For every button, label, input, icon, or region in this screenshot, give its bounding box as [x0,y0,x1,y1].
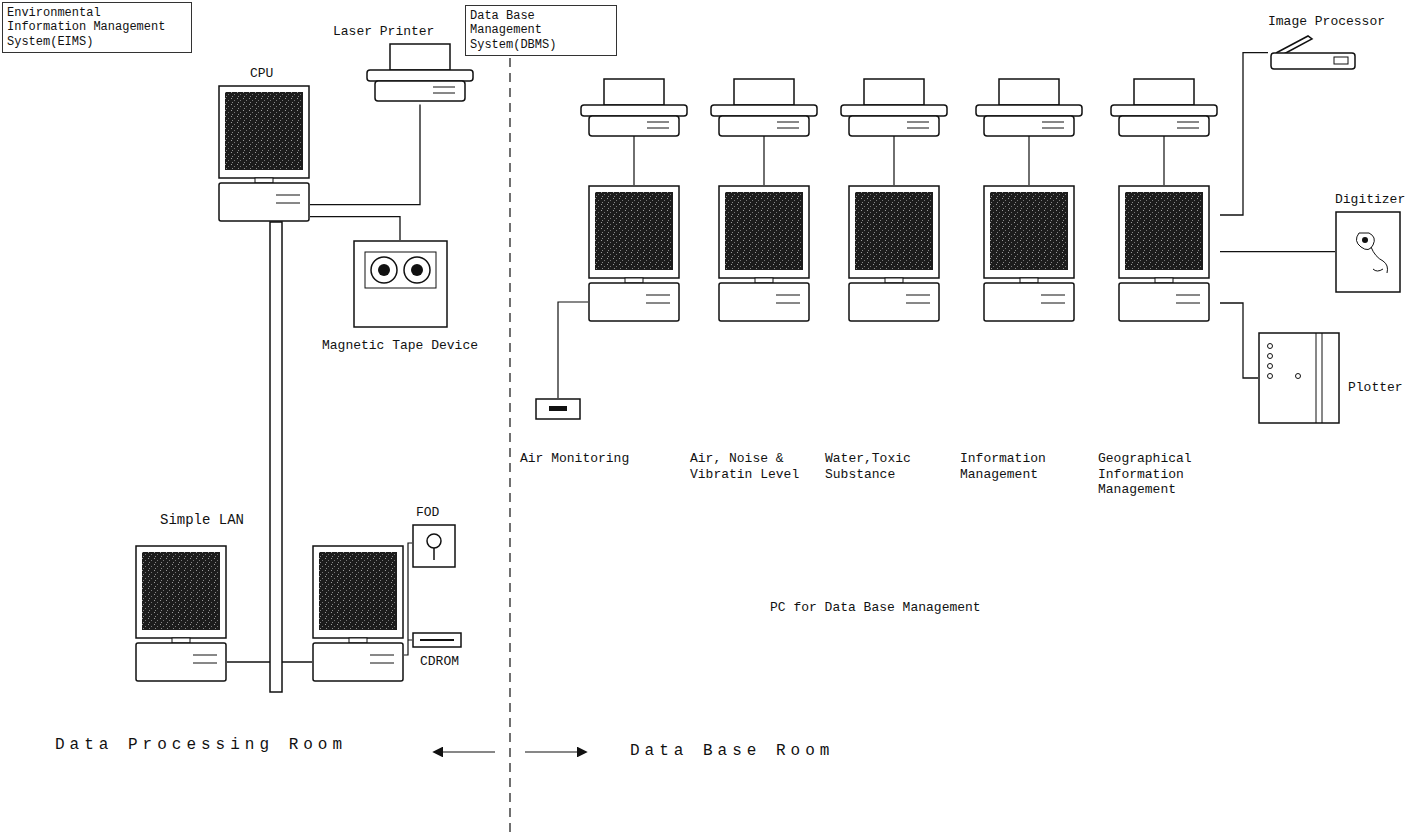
cdrom-icon [413,633,461,647]
printer-icon [711,79,817,136]
device: FOD [412,505,456,568]
database-pc: Water,Toxic Substance [825,185,940,482]
printer-cable [634,136,1164,185]
printer-icon [976,79,1082,136]
lan-wire [227,661,270,663]
device-label: FOD [416,505,439,521]
room-label: Data Processing Room [55,736,385,755]
computer-icon [718,185,810,323]
computer-icon [719,186,809,321]
device-label: CDROM [420,654,459,670]
system-title-box: Environmental Information Management Sys… [2,2,192,53]
device: CDROM [412,632,462,670]
digitizer-icon [1336,212,1400,292]
drive-wire [404,543,412,655]
device-label: Digitizer [1335,192,1405,208]
tape-device-icon [353,240,448,328]
cdrom-icon [412,632,462,648]
printer-icon [1111,79,1217,136]
tape-device-icon [354,241,447,327]
device-label: Magnetic Tape Device [322,338,478,354]
scanner-icon [1268,33,1358,73]
device-label: Plotter [1348,380,1403,396]
computer-icon [848,185,940,323]
computer-icon [849,186,939,321]
device-label: Geographical Information Management [1098,451,1220,498]
device-label: Air Monitoring [520,451,645,467]
room-divider [509,58,510,837]
lan-pc [136,546,226,681]
computer-icon [588,185,680,323]
connector-line [310,217,400,240]
disk-drive-icon [412,524,456,568]
device-label: Environmental Information Management Sys… [7,6,187,49]
device-label: Laser Printer [333,24,434,40]
plotter-icon [1258,332,1340,424]
scanner-icon [1271,36,1355,69]
database-pc: Air Monitoring [520,185,680,467]
computer-icon [1118,185,1210,323]
room-label: Data Base Room [630,742,834,761]
printer-icon [365,43,475,105]
device: CPU [218,66,310,223]
printer-icon [581,79,687,136]
database-pc: Air, Noise & Vibratin Level [690,185,815,482]
device: Laser Printer [318,24,475,105]
lan-bus [270,222,282,692]
device-label: Water,Toxic Substance [825,451,940,482]
device-label: CPU [250,66,273,82]
computer-icon [218,85,310,223]
plotter-icon [1259,333,1339,423]
connector-line [1220,53,1268,215]
device: Magnetic Tape Device [298,240,502,354]
computer-icon [984,186,1074,321]
connector-line [1220,251,1335,252]
disk-drive-icon [413,525,455,567]
connector-line [310,105,420,205]
computer-icon [219,86,309,221]
sensor-cable [558,302,588,398]
direction-arrow [525,751,578,752]
printer-icon [367,44,473,101]
digitizer-icon [1335,211,1401,293]
direction-arrow [442,751,495,752]
computer-icon [1119,186,1209,321]
group-label: PC for Data Base Management [770,600,981,616]
lan-wire [282,661,312,663]
device: Image Processor [1268,14,1385,73]
computer-icon [589,186,679,321]
device: Digitizer [1335,192,1405,293]
lan-pc [313,546,403,681]
database-pc: Geographical Information Management [1098,185,1220,498]
air-sensor [536,399,580,419]
device-label: Information Management [960,451,1078,482]
network-label: Simple LAN [160,512,244,529]
printer-icon [841,79,947,136]
device-label: Data Base Management System(DBMS) [470,9,612,52]
database-pc: Information Management [960,185,1078,482]
device: Plotter [1258,332,1403,424]
computer-icon [983,185,1075,323]
device-label: Image Processor [1268,14,1385,30]
device-label: Air, Noise & Vibratin Level [690,451,815,482]
connector-line [1220,303,1258,378]
system-title-box: Data Base Management System(DBMS) [465,5,617,56]
